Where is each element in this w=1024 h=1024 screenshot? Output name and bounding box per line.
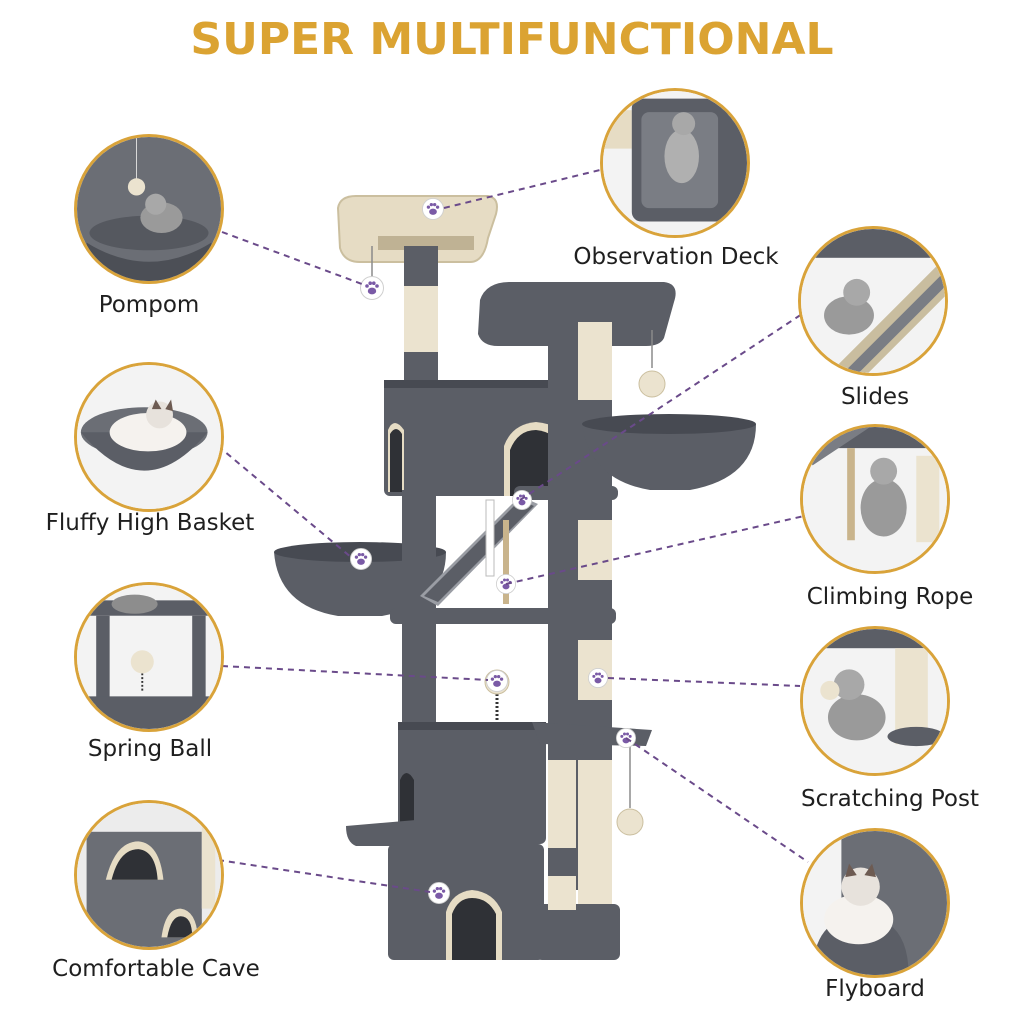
- connector-lines: [217, 169, 809, 893]
- paw-marker-deck: [422, 198, 444, 220]
- feature-photo-pompom: [74, 134, 224, 284]
- feature-photo-cave: [74, 800, 224, 950]
- feature-label-basket: Fluffy High Basket: [45, 510, 255, 536]
- feature-photo-rope: [800, 424, 950, 574]
- rope-icon: [803, 427, 947, 571]
- feature-label-spring-ball: Spring Ball: [87, 736, 213, 762]
- slide-icon: [801, 229, 945, 373]
- paw-marker-spring: [486, 670, 508, 692]
- feature-photo-post: [800, 626, 950, 776]
- paw-marker-cave: [428, 882, 450, 904]
- spring-ball-icon: [77, 585, 221, 729]
- feature-photo-slides: [798, 226, 948, 376]
- feature-label-rope: Climbing Rope: [806, 584, 974, 610]
- feature-photo-flyboard: [800, 828, 950, 978]
- feature-photo-deck: [600, 88, 750, 238]
- flyboard-icon: [803, 831, 947, 975]
- feature-label-flyboard: Flyboard: [825, 976, 925, 1002]
- feature-label-post: Scratching Post: [800, 786, 980, 812]
- paw-marker-slide: [512, 490, 532, 510]
- cave-icon: [77, 803, 221, 947]
- feature-label-cave: Comfortable Cave: [52, 956, 260, 982]
- paw-marker-post: [588, 668, 608, 688]
- feature-photo-spring-ball: [74, 582, 224, 732]
- paw-marker-pompom: [360, 276, 384, 300]
- feature-photo-basket: [74, 362, 224, 512]
- page-title: SUPER MULTIFUNCTIONAL: [190, 14, 834, 65]
- feature-label-slides: Slides: [840, 384, 910, 410]
- feature-label-deck: Observation Deck: [573, 244, 779, 270]
- pompom-icon: [77, 137, 221, 281]
- feature-label-pompom: Pompom: [98, 292, 200, 318]
- cat-tree: [274, 195, 756, 960]
- deck-icon: [603, 91, 747, 235]
- post-icon: [803, 629, 947, 773]
- basket-icon: [77, 365, 221, 509]
- paw-marker-basket: [350, 548, 372, 570]
